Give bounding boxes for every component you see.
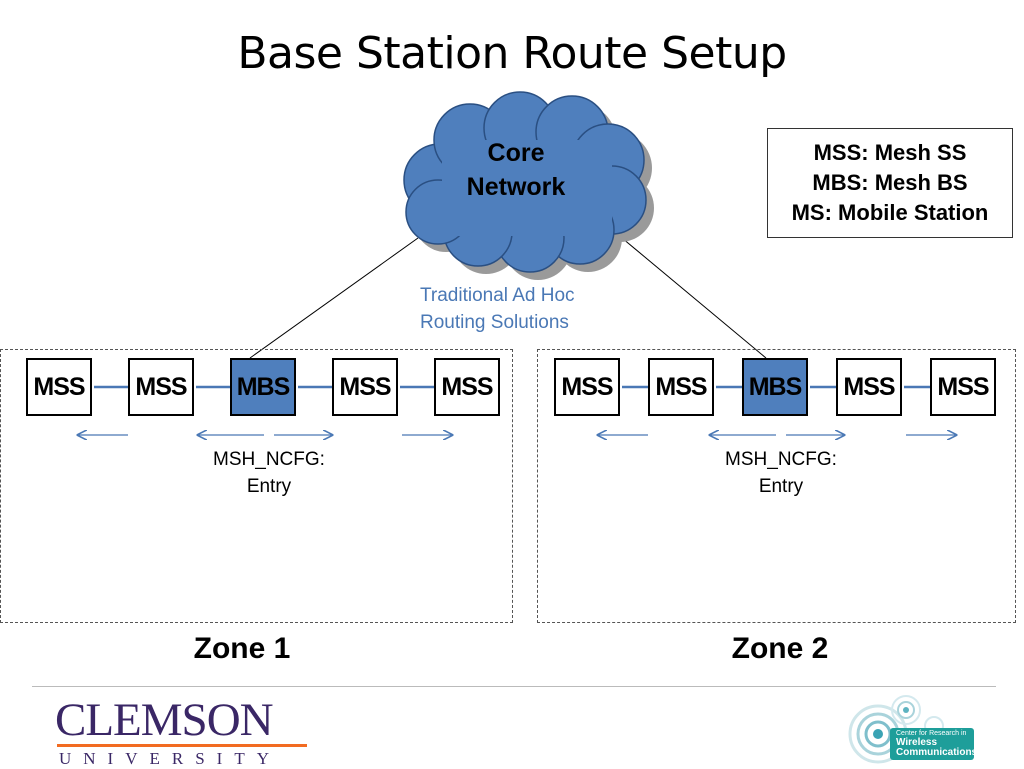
zone2-node-1: MSS xyxy=(554,358,620,416)
zone2-node-5: MSS xyxy=(930,358,996,416)
legend-ms: MS: Mobile Station xyxy=(791,200,989,225)
zone1-node-3: MBS xyxy=(230,358,296,416)
cloud-label-line2: Network xyxy=(466,173,566,201)
zone1-msh-label: MSH_NCFG: Entry xyxy=(189,446,349,500)
zone2-label: Zone 2 xyxy=(731,632,829,665)
clemson-wordmark: CLEMSON xyxy=(55,694,274,746)
clemson-university: UNIVERSITY xyxy=(59,749,281,768)
zone2-node-3: MBS xyxy=(742,358,808,416)
crwc-tag: Center for Research in Wireless Communic… xyxy=(890,728,978,760)
zone1-msh-line2: Entry xyxy=(246,476,292,497)
zone1-node-5: MSS xyxy=(434,358,500,416)
zone-1-box xyxy=(0,349,513,623)
zone2-msh-label: MSH_NCFG: Entry xyxy=(701,446,861,500)
clemson-logo: CLEMSON UNIVERSITY xyxy=(55,694,307,769)
zone1-label: Zone 1 xyxy=(193,632,291,665)
traditional-label: Traditional Ad Hoc Routing Solutions xyxy=(420,282,575,336)
zone2-msh-line1: MSH_NCFG: xyxy=(725,449,837,470)
traditional-line1: Traditional Ad Hoc xyxy=(420,285,575,306)
cloud-label-line1: Core xyxy=(487,139,545,167)
legend-mbs: MBS: Mesh BS xyxy=(812,170,968,195)
zone2-msh-line2: Entry xyxy=(758,476,804,497)
cloud-label: Core Network xyxy=(436,136,596,204)
slide-title: Base Station Route Setup xyxy=(237,28,787,79)
traditional-line2: Routing Solutions xyxy=(420,312,569,333)
legend-box: MSS: Mesh SS MBS: Mesh BS MS: Mobile Sta… xyxy=(767,128,1013,238)
clemson-rule xyxy=(57,744,307,747)
footer-divider xyxy=(32,686,996,687)
crwc-line2: Wireless xyxy=(896,737,938,748)
cloud-link-zone2 xyxy=(621,237,767,359)
zone-2-box xyxy=(537,349,1016,623)
zone1-node-2: MSS xyxy=(128,358,194,416)
zone2-node-4: MSS xyxy=(836,358,902,416)
zone2-node-2: MSS xyxy=(648,358,714,416)
zone1-msh-line1: MSH_NCFG: xyxy=(213,449,325,470)
crwc-line1: Center for Research in xyxy=(896,730,967,737)
crwc-line3: Communications xyxy=(896,747,978,758)
crwc-logo: Center for Research in Wireless Communic… xyxy=(846,692,978,764)
legend-mss: MSS: Mesh SS xyxy=(813,140,967,165)
zone1-node-4: MSS xyxy=(332,358,398,416)
zone1-node-1: MSS xyxy=(26,358,92,416)
cloud-link-zone1 xyxy=(249,237,419,359)
